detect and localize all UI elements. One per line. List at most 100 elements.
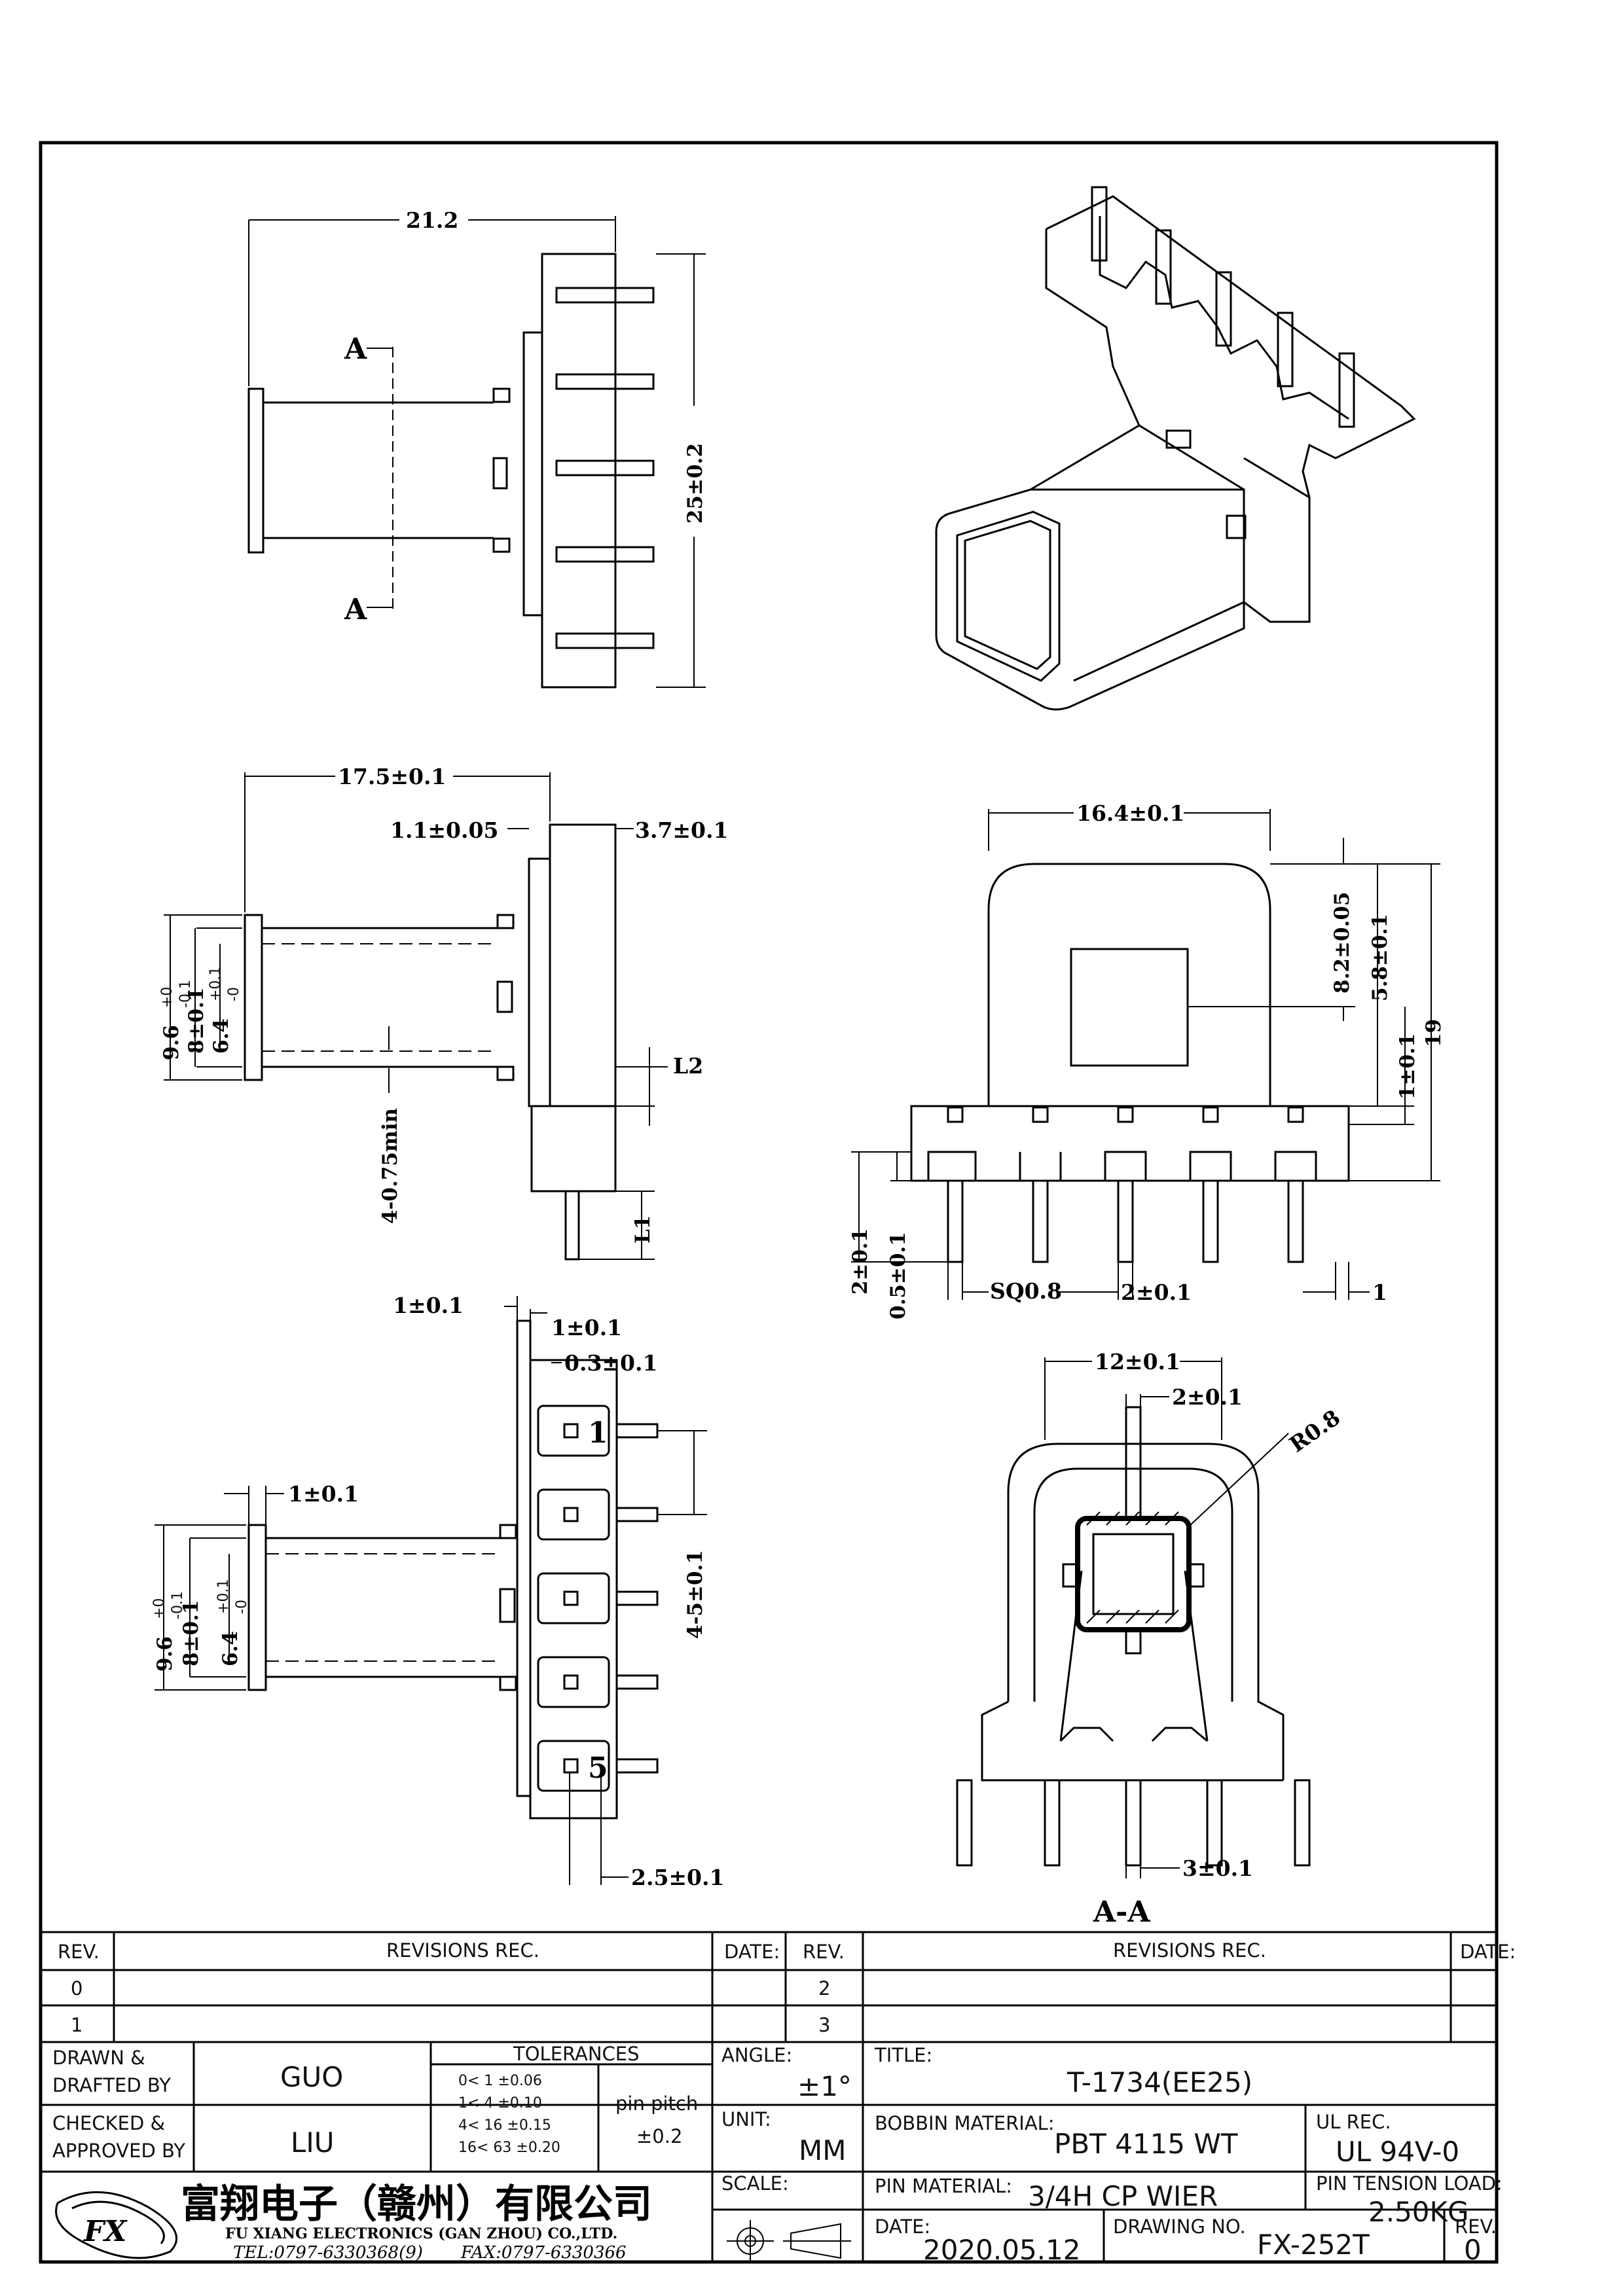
bottom-pads: [537, 1405, 610, 1792]
pin-pitch-label: pin pitch: [615, 2092, 698, 2115]
dim-section-width: 12±0.1: [1095, 1349, 1180, 1374]
dim-bottom-pitch: 4-5±0.1: [684, 1550, 707, 1639]
ul-value: UL 94V-0: [1336, 2136, 1459, 2168]
rec-header-right: REVISIONS REC.: [1113, 1939, 1266, 1962]
dim-bottom-core: 6.4: [219, 1631, 242, 1666]
pin-material-label: PIN MATERIAL:: [875, 2175, 1012, 2197]
front-slots: [947, 1106, 1304, 1123]
pin-pitch-value: ±0.2: [636, 2125, 682, 2147]
rev-value: 0: [1464, 2234, 1482, 2266]
isometric-pins: [1091, 186, 1355, 428]
bottom-view: 1 5 1±0.1 1±0.1 0.3±0.1 1±0.1 4-5±0.1 2.…: [151, 1293, 724, 1890]
checked-label-2: APPROVED BY: [52, 2140, 185, 2162]
company-logo: FX: [55, 2191, 177, 2259]
pin-label-5: 5: [588, 1751, 608, 1785]
dim-side-flange: 1.1±0.05: [390, 817, 498, 843]
tolerance-row-3: 16< 63 ±0.20: [458, 2140, 560, 2156]
dim-front-step: 1±0.1: [1396, 1033, 1419, 1100]
projection-symbol-icon: [727, 2220, 851, 2262]
company-logo-text: FX: [82, 2215, 128, 2248]
date-label: DATE:: [875, 2215, 930, 2238]
title-label: TITLE:: [874, 2044, 932, 2066]
dim-front-pitch: 2±0.1: [1121, 1280, 1192, 1305]
company-name-cn: 富翔电子（赣州）有限公司: [181, 2181, 652, 2227]
dim-front-pin-len: 2±0.1: [848, 1229, 872, 1295]
rev-header-right: REV.: [803, 1941, 845, 1963]
dim-side-l1: L1: [631, 1215, 655, 1244]
dim-front-width: 16.4±0.1: [1076, 800, 1184, 826]
front-pins: [947, 1179, 1304, 1263]
tolerance-row-1: 1< 4 ±0.10: [458, 2095, 542, 2111]
pin-material-value: 3/4H CP WIER: [1028, 2180, 1218, 2212]
dim-bottom-inner: 8±0.1: [179, 1600, 203, 1666]
section-hatch: [1086, 1511, 1179, 1624]
dim-bottom-outer: 9.6: [153, 1636, 177, 1672]
dim-side-pin-min: 4-0.75min: [378, 1108, 402, 1224]
dim-front-window: 8.2±0.05: [1330, 892, 1354, 994]
dim-side-outer: 9.6: [160, 1025, 183, 1060]
dim-side-core: 6.4: [210, 1018, 233, 1054]
drawn-label-2: DRAFTED BY: [52, 2074, 171, 2096]
rec-header-left: REVISIONS REC.: [386, 1939, 539, 1962]
top-view: A A 21.2 25±0.2: [247, 207, 707, 689]
dim-front-height: 19: [1422, 1019, 1446, 1047]
dim-side-core-tol-bot: -0: [226, 987, 242, 1001]
tension-label: PIN TENSION LOAD:: [1316, 2172, 1503, 2195]
top-pins: [555, 287, 655, 649]
dim-side-l2: L2: [673, 1053, 703, 1079]
unit-label: UNIT:: [721, 2108, 771, 2130]
section-mark-a-top: A: [344, 332, 367, 366]
dim-front-pin-sq: SQ0.8: [990, 1278, 1062, 1304]
drawn-label-1: DRAWN &: [52, 2047, 145, 2069]
company-name-en: FU XIANG ELECTRONICS (GAN ZHOU) CO.,LTD.: [225, 2225, 617, 2242]
dim-side-length: 17.5±0.1: [338, 764, 446, 789]
tolerance-row-2: 4< 16 ±0.15: [458, 2117, 551, 2134]
sheet-border: [39, 141, 1499, 2264]
dim-bottom-outer-tol-bot: -0.1: [170, 1591, 186, 1619]
dim-side-core-tol-top: +0.1: [208, 967, 224, 1001]
isometric-view: [935, 186, 1416, 711]
front-view: 16.4±0.1 8.2±0.05 5.8±0.1 1±0.1 19 2±0.1…: [848, 800, 1446, 1319]
company-fax: FAX:0797-6330366: [460, 2243, 627, 2263]
dim-bottom-core-tol-bot: -0: [234, 1600, 250, 1614]
dim-side-inner: 8±0.1: [185, 988, 208, 1054]
dim-front-edge: 1: [1372, 1280, 1387, 1305]
title-value: T-1734(EE25): [1067, 2066, 1252, 2098]
dim-side-outer-tol-top: +0: [159, 987, 175, 1008]
section-view: 12±0.1 2±0.1 R0.8 3±0.1 A-A: [956, 1349, 1345, 1929]
dim-section-pin-w: 3±0.1: [1182, 1856, 1253, 1881]
dim-bottom-d2: 1±0.1: [551, 1315, 622, 1340]
drawn-value: GUO: [280, 2061, 343, 2093]
dim-bottom-core-tol-top: +0.1: [215, 1579, 232, 1614]
checked-label-1: CHECKED &: [52, 2112, 165, 2134]
bottom-pins: [615, 1423, 659, 1774]
pin-label-1: 1: [588, 1416, 608, 1450]
dim-top-width: 21.2: [406, 207, 458, 233]
dim-front-offset: 0.5±0.1: [886, 1232, 910, 1319]
checked-value: LIU: [291, 2126, 335, 2159]
dim-section-slot: 2±0.1: [1172, 1384, 1243, 1410]
dim-bottom-pin-w: 2.5±0.1: [631, 1865, 724, 1890]
rev-row-3: 3: [818, 2014, 830, 2036]
tension-value: 2.50KG: [1368, 2196, 1469, 2228]
dim-section-radius: R0.8: [1285, 1405, 1345, 1458]
dim-bottom-d4: 1±0.1: [288, 1481, 359, 1507]
angle-label: ANGLE:: [721, 2044, 792, 2066]
date-header-right: DATE:: [1460, 1941, 1516, 1963]
company-tel: TEL:0797-6330368(9): [233, 2243, 423, 2263]
dim-side-base: 3.7±0.1: [635, 817, 728, 843]
drawing-no-label: DRAWING NO.: [1113, 2215, 1246, 2238]
tolerances-label: TOLERANCES: [513, 2043, 640, 2065]
section-mark-a-bottom: A: [344, 593, 367, 626]
dim-bottom-outer-tol-top: +0: [151, 1598, 168, 1619]
ul-label: UL REC.: [1316, 2111, 1391, 2133]
title-block: [41, 2042, 1497, 2262]
date-header-left: DATE:: [724, 1941, 780, 1963]
revision-table: [41, 1931, 1497, 2043]
section-pins: [956, 1779, 1311, 1867]
dim-bottom-d3: 0.3±0.1: [564, 1350, 657, 1376]
dim-front-top: 5.8±0.1: [1368, 914, 1392, 1001]
dim-top-height: 25±0.2: [684, 443, 707, 524]
dim-bottom-d1: 1±0.1: [393, 1293, 464, 1318]
section-label: A-A: [1093, 1895, 1150, 1929]
